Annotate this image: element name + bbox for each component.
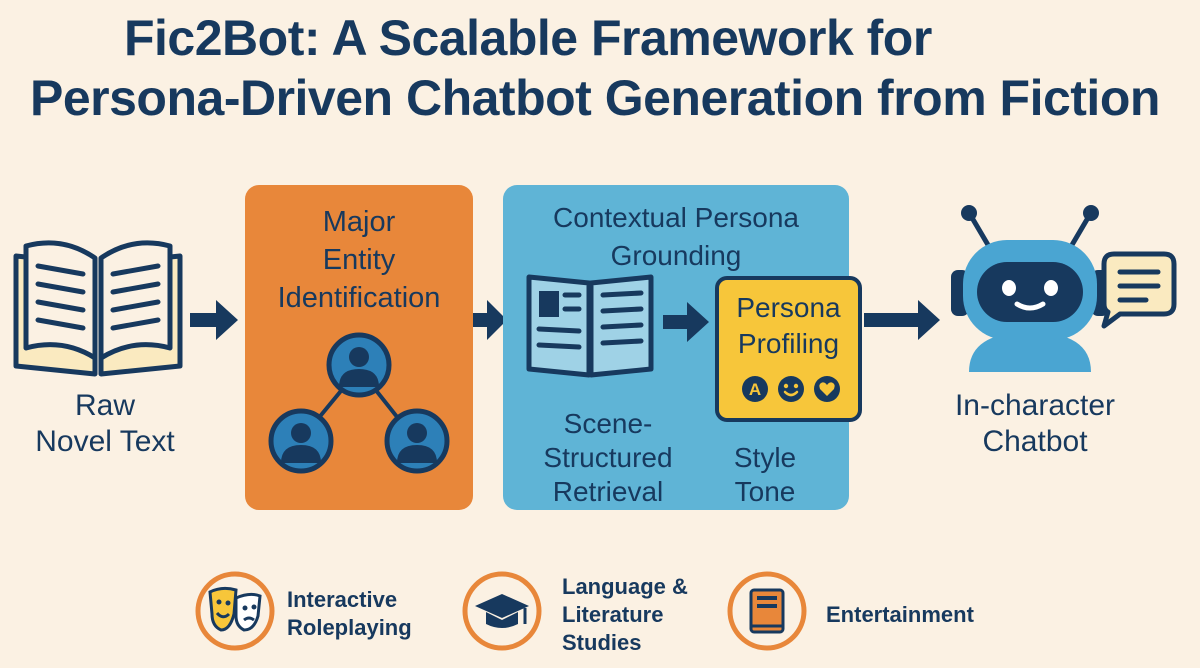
svg-text:A: A (749, 380, 761, 399)
persona-profiling-box: Persona Profiling A (715, 276, 862, 422)
use1-line-1: Interactive (287, 587, 398, 612)
entity-identification-title: Major Entity Identification (245, 203, 473, 317)
use3-line-1: Entertainment (826, 602, 974, 627)
arrow-right-icon (473, 300, 507, 340)
heart-icon (814, 376, 840, 402)
persona-badges: A (742, 376, 840, 402)
arrow-right-icon (864, 300, 940, 340)
grounding-title-line-2: Grounding (610, 240, 742, 271)
tone-line: Tone (734, 476, 796, 507)
title-line-2: Persona-Driven Chatbot Generation from F… (30, 70, 1160, 126)
character-network-icon (268, 332, 450, 474)
grounding-title-line-1: Contextual Persona (553, 202, 799, 233)
raw-novel-text-label: Raw Novel Text (20, 388, 190, 460)
entertainment-label: Entertainment (826, 601, 974, 629)
out-label-line-2: Chatbot (982, 425, 1088, 458)
arrow-right-icon (663, 302, 709, 342)
persona-grounding-title: Contextual Persona Grounding (503, 199, 849, 275)
style-line: Style (733, 442, 797, 473)
entity-title-line-2: Entity (322, 244, 396, 276)
open-book-icon (13, 240, 183, 377)
raw-label-line-2: Novel Text (35, 425, 175, 458)
use1-line-2: Roleplaying (287, 615, 412, 640)
retrieval-line-3: Retrieval (552, 476, 664, 507)
arrow-right-icon (190, 300, 238, 340)
scene-structured-retrieval-label: Scene- Structured Retrieval (513, 407, 703, 509)
use2-line-2: Literature (562, 602, 664, 627)
style-tone-label: Style Tone (715, 441, 815, 509)
raw-label-line-1: Raw (74, 389, 135, 422)
out-label-line-1: In-character (954, 389, 1116, 422)
document-book-icon (526, 274, 654, 378)
title-line-1: Fic2Bot: A Scalable Framework for (124, 10, 932, 66)
retrieval-line-2: Structured (543, 442, 673, 473)
interactive-roleplaying-label: Interactive Roleplaying (287, 586, 412, 642)
theater-masks-icon (195, 571, 275, 651)
letter-a-badge: A (742, 376, 768, 402)
speech-bubble-icon (1101, 251, 1177, 329)
entity-title-line-3: Identification (277, 282, 441, 314)
retrieval-line-1: Scene- (563, 408, 653, 439)
persona-title-line-2: Profiling (737, 328, 840, 359)
entity-title-line-1: Major (322, 206, 396, 238)
smile-icon (778, 376, 804, 402)
in-character-chatbot-label: In-character Chatbot (925, 388, 1145, 460)
persona-profiling-title: Persona Profiling (719, 290, 858, 362)
book-icon (727, 571, 807, 651)
entity-identification-panel: Major Entity Identification (245, 185, 473, 510)
persona-title-line-1: Persona (736, 292, 841, 323)
use2-line-3: Studies (562, 630, 642, 655)
robot-icon (951, 205, 1109, 372)
use2-line-1: Language & (562, 574, 688, 599)
graduation-cap-icon (462, 571, 542, 651)
language-literature-studies-label: Language & Literature Studies (562, 573, 688, 657)
